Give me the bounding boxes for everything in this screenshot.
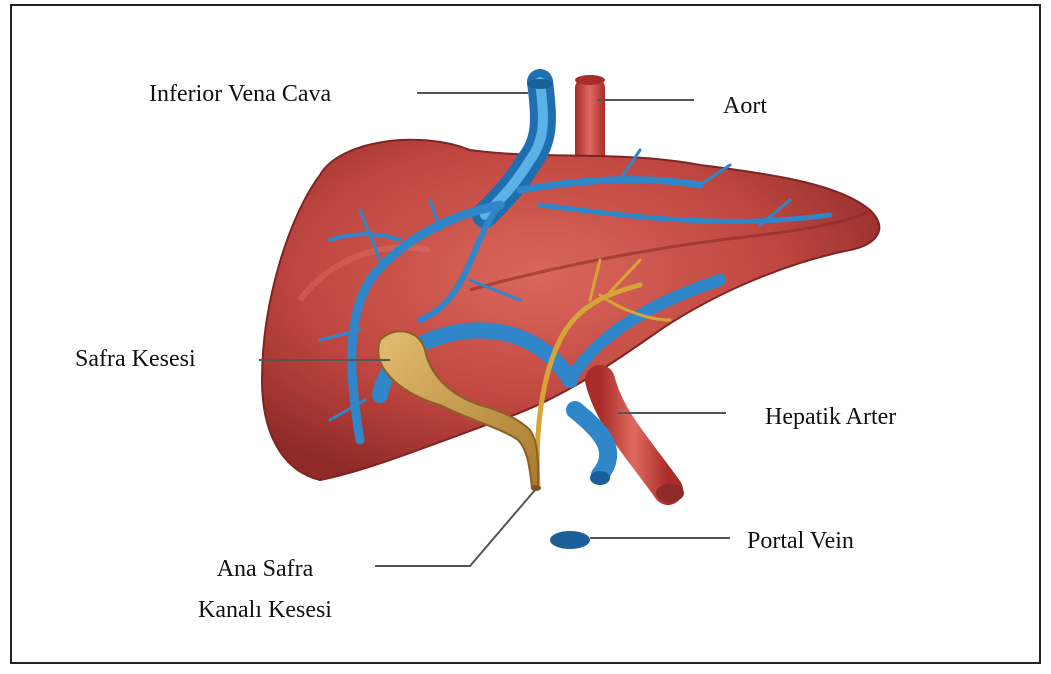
label-inferior-vena-cava: Inferior Vena Cava xyxy=(149,82,331,106)
label-ana-safra-line2: Kanalı Kesesi xyxy=(165,598,365,622)
leader-ana-safra xyxy=(375,490,535,566)
aorta xyxy=(575,75,605,168)
label-hepatik-arter: Hepatik Arter xyxy=(765,405,896,429)
label-portal-vein: Portal Vein xyxy=(747,529,854,553)
label-ana-safra-line1: Ana Safra xyxy=(180,557,350,581)
label-safra-kesesi: Safra Kesesi xyxy=(75,347,196,371)
label-aort: Aort xyxy=(723,94,767,118)
